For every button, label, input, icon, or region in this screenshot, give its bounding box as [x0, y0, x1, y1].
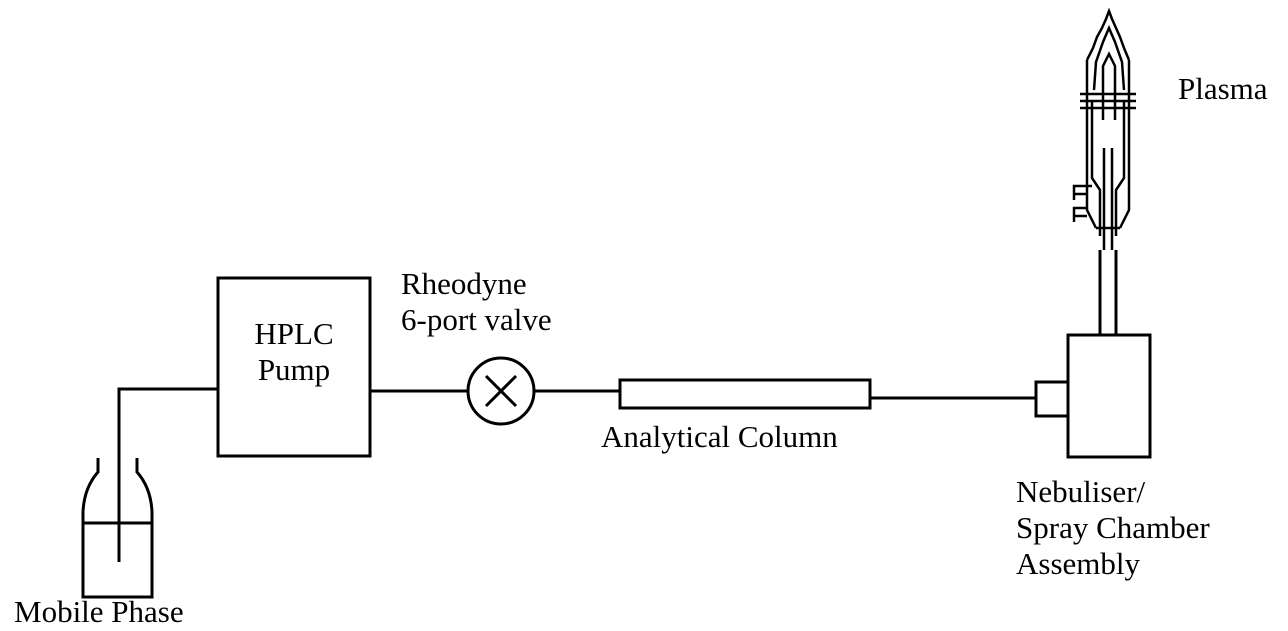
plasma-central-channel: [1101, 51, 1117, 120]
mobile-phase-reservoir: [81, 395, 154, 599]
rheodyne-label-line2: 6-port valve: [401, 302, 552, 337]
hplc-pump-label: HPLC Pump: [218, 316, 370, 388]
rheodyne-valve-label: Rheodyne 6-port valve: [401, 266, 552, 338]
rheodyne-label-line1: Rheodyne: [401, 266, 527, 301]
mobile-phase-label: Mobile Phase: [14, 594, 184, 629]
torch-intermediate-left: [1090, 100, 1102, 236]
nebuliser-block: [1034, 380, 1070, 418]
analytical-column: [618, 378, 872, 410]
torch-outer-right: [1118, 60, 1131, 229]
gas-inlet-lower: [1072, 206, 1087, 222]
tubing-reservoir-to-pump: [117, 387, 218, 397]
plasma-label: Plasma: [1178, 71, 1268, 106]
nebuliser-label-line2: Spray Chamber: [1016, 510, 1210, 545]
nebuliser-assembly-label: Nebuliser/ Spray Chamber Assembly: [1016, 474, 1210, 582]
reservoir-outline: [81, 458, 154, 599]
nebuliser-label-line1: Nebuliser/: [1016, 474, 1146, 509]
plasma-inner-flame: [1092, 24, 1126, 91]
analytical-column-label: Analytical Column: [601, 419, 838, 454]
plasma-flame: [1085, 7, 1131, 61]
torch-intermediate-right: [1114, 100, 1126, 236]
torch-outer-left: [1085, 60, 1098, 229]
icp-torch: [1072, 7, 1136, 250]
gas-inlet-upper: [1072, 184, 1092, 200]
hplc-pump-box: [216, 276, 372, 458]
valve-cross-b: [484, 374, 518, 408]
hplc-pump-label-line2: Pump: [257, 352, 331, 387]
nebuliser-label-line3: Assembly: [1016, 546, 1140, 581]
hplc-pump-label-line1: HPLC: [254, 316, 334, 351]
nebuliser-spray-chamber: [1034, 250, 1152, 459]
rheodyne-valve-symbol: [466, 356, 536, 426]
spray-chamber-box: [1066, 333, 1152, 459]
